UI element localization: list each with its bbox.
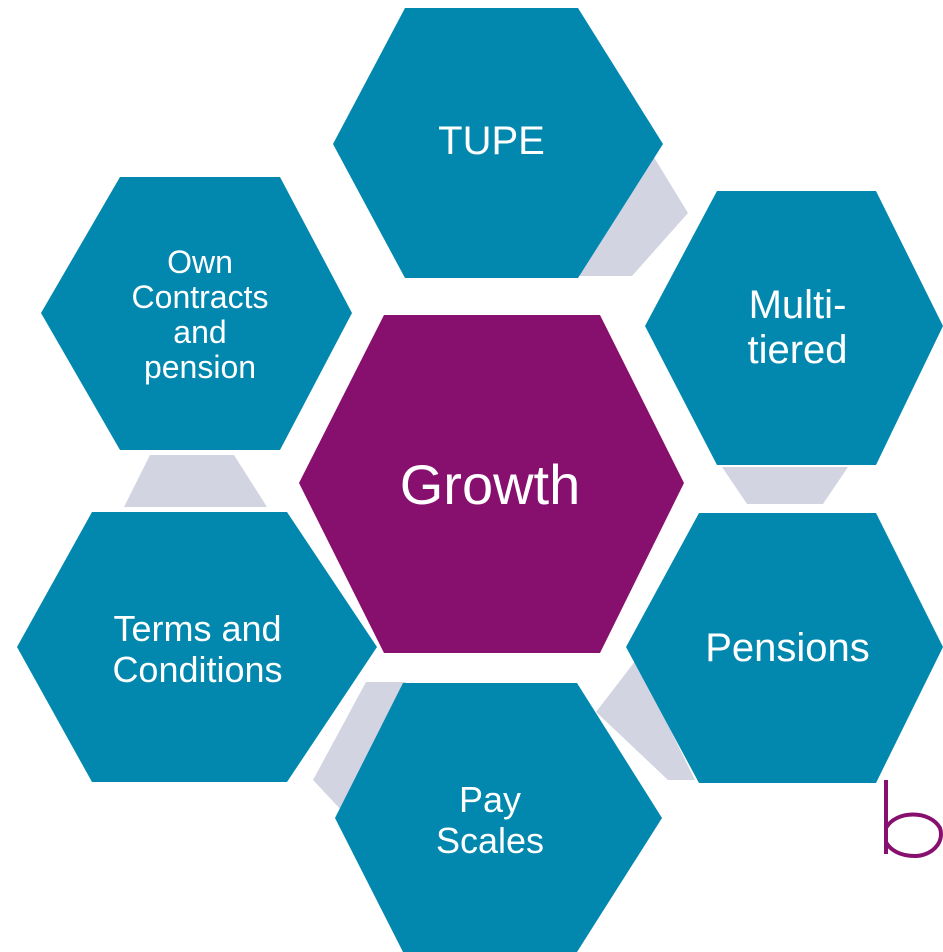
- connector-pay-scales-terms: [313, 682, 406, 812]
- partial-b-letter-logo: [880, 780, 943, 860]
- hexagon-pay-scales[interactable]: [335, 683, 662, 952]
- hexagon-tupe[interactable]: [333, 8, 663, 278]
- connector-multi-tiered-pensions: [722, 467, 848, 504]
- connector-pensions-pay-scales: [596, 660, 695, 780]
- hexagon-pensions[interactable]: [626, 513, 943, 783]
- connector-terms-own-contracts: [124, 455, 267, 507]
- hexagon-multi-tiered[interactable]: [645, 191, 943, 465]
- logo-bowl: [884, 812, 943, 859]
- hexagon-own-contracts[interactable]: [41, 177, 352, 450]
- connector-tupe-multi-tiered: [578, 154, 688, 276]
- hexagon-growth[interactable]: [299, 315, 684, 653]
- hexagon-terms-and-conditions[interactable]: [17, 512, 377, 782]
